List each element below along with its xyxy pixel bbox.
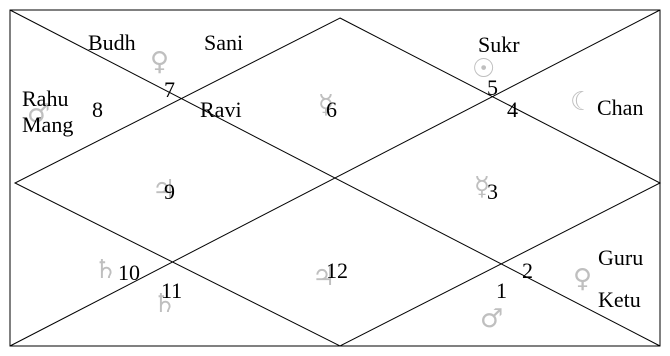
house-number-4: 4 bbox=[507, 97, 518, 122]
house-number-3: 3 bbox=[487, 179, 498, 204]
chart-frame bbox=[9, 9, 661, 347]
house-number-9: 9 bbox=[164, 179, 175, 204]
planet-chan: Chan bbox=[597, 95, 643, 120]
house-9-jupiter-glyph: ♃ bbox=[152, 175, 175, 205]
house-4-moon-glyph: ☾ bbox=[570, 87, 593, 117]
house-12-jupiter-glyph: ♃ bbox=[312, 262, 335, 292]
house-6-mercury-glyph: ☿ bbox=[318, 90, 334, 120]
house-number-2: 2 bbox=[522, 258, 533, 283]
house-11-saturn-glyph: ♄ bbox=[153, 289, 176, 319]
planet-rahu: Rahu bbox=[22, 86, 68, 111]
inner-diamond bbox=[13, 17, 662, 347]
house-2-venus-glyph: ♀ bbox=[573, 264, 592, 294]
planet-guru: Guru bbox=[598, 245, 643, 270]
house-7-venus-glyph: ♀ bbox=[150, 47, 169, 77]
planet-budh: Budh bbox=[88, 30, 136, 55]
house-3-mercury-glyph: ☿ bbox=[474, 172, 490, 202]
house-number-8: 8 bbox=[92, 97, 103, 122]
house-number-11: 11 bbox=[161, 278, 182, 303]
planet-ravi: Ravi bbox=[200, 97, 242, 122]
house-number-7: 7 bbox=[164, 77, 175, 102]
house-5-sun-glyph: ☉ bbox=[472, 54, 495, 84]
diagonal-line-2 bbox=[9, 9, 661, 347]
house-number-5: 5 bbox=[487, 75, 498, 100]
house-number-12: 12 bbox=[326, 258, 348, 283]
planet-ketu: Ketu bbox=[598, 287, 641, 312]
planet-sani: Sani bbox=[204, 30, 243, 55]
house-1-mars-glyph: ♂ bbox=[480, 304, 503, 334]
planet-mang: Mang bbox=[22, 112, 73, 137]
house-10-saturn-glyph: ♄ bbox=[94, 255, 117, 285]
planet-sukr: Sukr bbox=[478, 32, 520, 57]
house-number-1: 1 bbox=[496, 278, 507, 303]
house-number-6: 6 bbox=[326, 97, 337, 122]
house-8-mars-glyph: ♂ bbox=[27, 99, 50, 129]
house-number-10: 10 bbox=[118, 260, 140, 285]
